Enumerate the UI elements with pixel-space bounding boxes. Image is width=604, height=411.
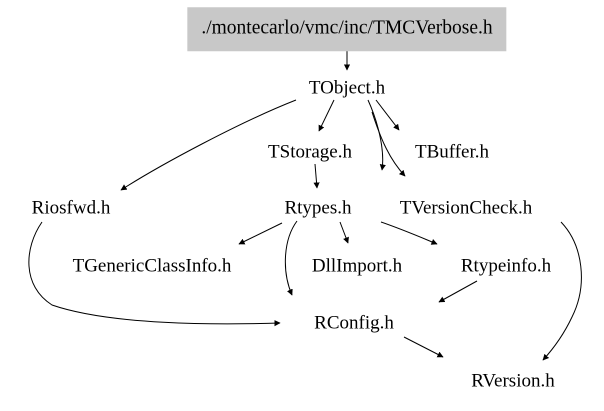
node-tstorage[interactable]: TStorage.h	[268, 141, 352, 163]
edge-rtypes-to-rtypeinfo	[380, 221, 438, 245]
node-riosfwd[interactable]: Riosfwd.h	[31, 197, 111, 219]
node-dllimport[interactable]: DllImport.h	[311, 255, 403, 277]
edge-tobject-to-rtypes	[367, 99, 386, 171]
edge-tobject-to-tstorage	[318, 99, 335, 132]
edge-rtypeinfo-to-rconfig	[438, 280, 478, 303]
edge-tstorage-to-rtypes	[313, 163, 320, 189]
node-rversion[interactable]: RVersion.h	[471, 370, 555, 392]
edge-rtypes-to-rconfig	[284, 220, 298, 296]
edge-tversioncheck-to-rversion	[542, 221, 582, 361]
node-rconfig[interactable]: RConfig.h	[314, 312, 394, 334]
edge-rconfig-to-rversion	[403, 336, 444, 358]
node-rtypes[interactable]: Rtypes.h	[284, 197, 352, 219]
edge-tobject-to-tbuffer	[375, 99, 400, 131]
node-tobject[interactable]: TObject.h	[308, 77, 386, 99]
edge-rtypes-to-tgenericclassinfo	[238, 222, 283, 245]
node-root[interactable]: ./montecarlo/vmc/inc/TMCVerbose.h	[187, 7, 507, 51]
node-tgenericclassinfo[interactable]: TGenericClassInfo.h	[72, 255, 232, 277]
edge-rtypes-to-dllimport	[339, 221, 349, 244]
node-tversioncheck[interactable]: TVersionCheck.h	[399, 197, 533, 219]
node-rtypeinfo[interactable]: Rtypeinfo.h	[460, 255, 552, 277]
node-tbuffer[interactable]: TBuffer.h	[414, 141, 490, 163]
edge-tobject-to-tversioncheck	[371, 111, 406, 177]
